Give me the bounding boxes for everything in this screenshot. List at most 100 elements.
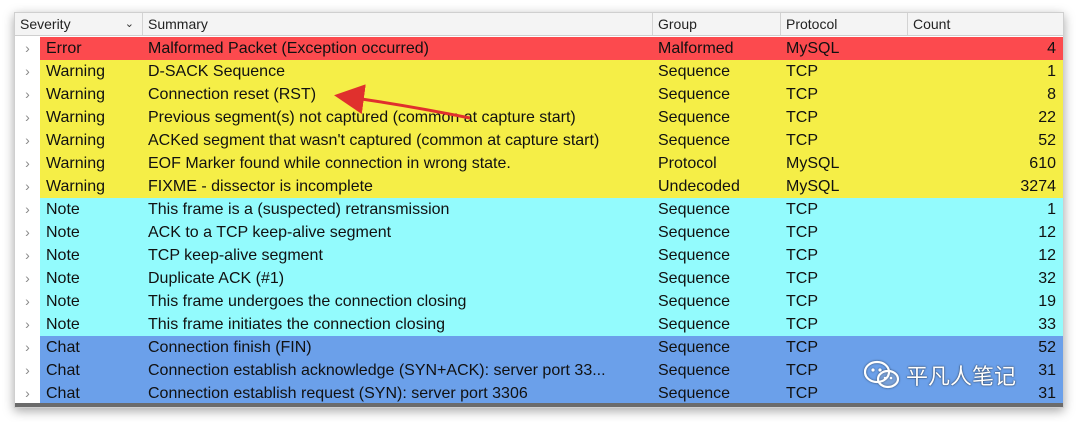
severity-color-band [40,198,1063,221]
table-row[interactable]: › Warning EOF Marker found while connectio… [15,152,1063,175]
row-severity: Note [46,201,80,218]
row-protocol: TCP [786,339,818,356]
row-count: 12 [1038,247,1056,264]
row-severity: Warning [46,132,105,149]
wechat-icon [864,360,900,389]
row-group: Sequence [658,385,731,402]
row-summary: FIXME - dissector is incomplete [148,178,373,195]
row-count: 4 [1047,40,1056,57]
row-severity: Warning [46,63,105,80]
column-header-severity[interactable]: Severity ⌄ [15,13,142,35]
severity-color-band [40,106,1063,129]
row-count: 19 [1038,293,1056,310]
row-group: Sequence [658,362,731,379]
chevron-right-icon[interactable]: › [15,382,40,405]
row-severity: Warning [46,155,105,172]
chevron-right-icon[interactable]: › [15,221,40,244]
row-severity: Warning [46,109,105,126]
row-count: 1 [1047,201,1056,218]
chevron-right-icon[interactable]: › [15,244,40,267]
column-header-group[interactable]: Group [652,13,780,35]
table-row[interactable]: › Warning ACKed segment that wasn't captur… [15,129,1063,152]
severity-color-band [40,60,1063,83]
chevron-right-icon[interactable]: › [15,83,40,106]
row-protocol: TCP [786,293,818,310]
table-header: Severity ⌄ Summary Group Protocol Count [15,13,1063,36]
row-severity: Warning [46,178,105,195]
row-summary: Connection establish request (SYN): serv… [148,385,528,402]
row-protocol: MySQL [786,40,840,57]
chevron-right-icon[interactable]: › [15,198,40,221]
row-protocol: TCP [786,86,818,103]
chevron-right-icon[interactable]: › [15,313,40,336]
row-protocol: TCP [786,247,818,264]
row-summary: D-SACK Sequence [148,63,285,80]
row-group: Sequence [658,224,731,241]
row-count: 1 [1047,63,1056,80]
row-severity: Note [46,270,80,287]
column-header-summary-label: Summary [148,16,208,32]
column-header-protocol[interactable]: Protocol [780,13,907,35]
chevron-right-icon[interactable]: › [15,152,40,175]
severity-color-band [40,313,1063,336]
severity-color-band [40,244,1063,267]
row-count: 610 [1029,155,1056,172]
row-count: 8 [1047,86,1056,103]
row-protocol: TCP [786,109,818,126]
row-summary: Previous segment(s) not captured (common… [148,109,576,126]
row-group: Sequence [658,86,731,103]
horizontal-scrollbar[interactable] [15,403,1063,407]
row-protocol: TCP [786,201,818,218]
row-group: Malformed [658,40,734,57]
row-severity: Note [46,247,80,264]
row-group: Sequence [658,109,731,126]
row-severity: Warning [46,86,105,103]
severity-color-band [40,336,1063,359]
row-summary: Connection finish (FIN) [148,339,312,356]
row-severity: Chat [46,339,80,356]
row-count: 52 [1038,339,1056,356]
row-group: Sequence [658,247,731,264]
column-header-group-label: Group [658,16,697,32]
severity-color-band [40,359,1063,382]
chevron-right-icon[interactable]: › [15,267,40,290]
chevron-down-icon[interactable]: ⌄ [124,18,134,30]
chevron-right-icon[interactable]: › [15,37,40,60]
row-summary: Connection reset (RST) [148,86,317,103]
column-header-count[interactable]: Count [907,13,1063,35]
chevron-right-icon[interactable]: › [15,336,40,359]
row-severity: Note [46,293,80,310]
row-protocol: TCP [786,132,818,149]
column-header-protocol-label: Protocol [786,16,838,32]
row-count: 22 [1038,109,1056,126]
row-summary: EOF Marker found while connection in wro… [148,155,511,172]
severity-color-band [40,221,1063,244]
table-row[interactable]: › Warning Connection reset (RST) Sequence TC… [15,83,1063,106]
expert-info-table: Severity ⌄ Summary Group Protocol Count … [14,12,1064,408]
chevron-right-icon[interactable]: › [15,175,40,198]
row-summary: ACKed segment that wasn't captured (comm… [148,132,600,149]
chevron-right-icon[interactable]: › [15,290,40,313]
chevron-right-icon[interactable]: › [15,106,40,129]
row-group: Sequence [658,293,731,310]
row-summary: ACK to a TCP keep-alive segment [148,224,392,241]
row-protocol: TCP [786,224,818,241]
table-row[interactable]: › Warning Previous segment(s) not captured… [15,106,1063,129]
severity-color-band [40,37,1063,60]
chevron-right-icon[interactable]: › [15,359,40,382]
chevron-right-icon[interactable]: › [15,129,40,152]
chevron-right-icon[interactable]: › [15,60,40,83]
column-header-summary[interactable]: Summary [142,13,652,35]
